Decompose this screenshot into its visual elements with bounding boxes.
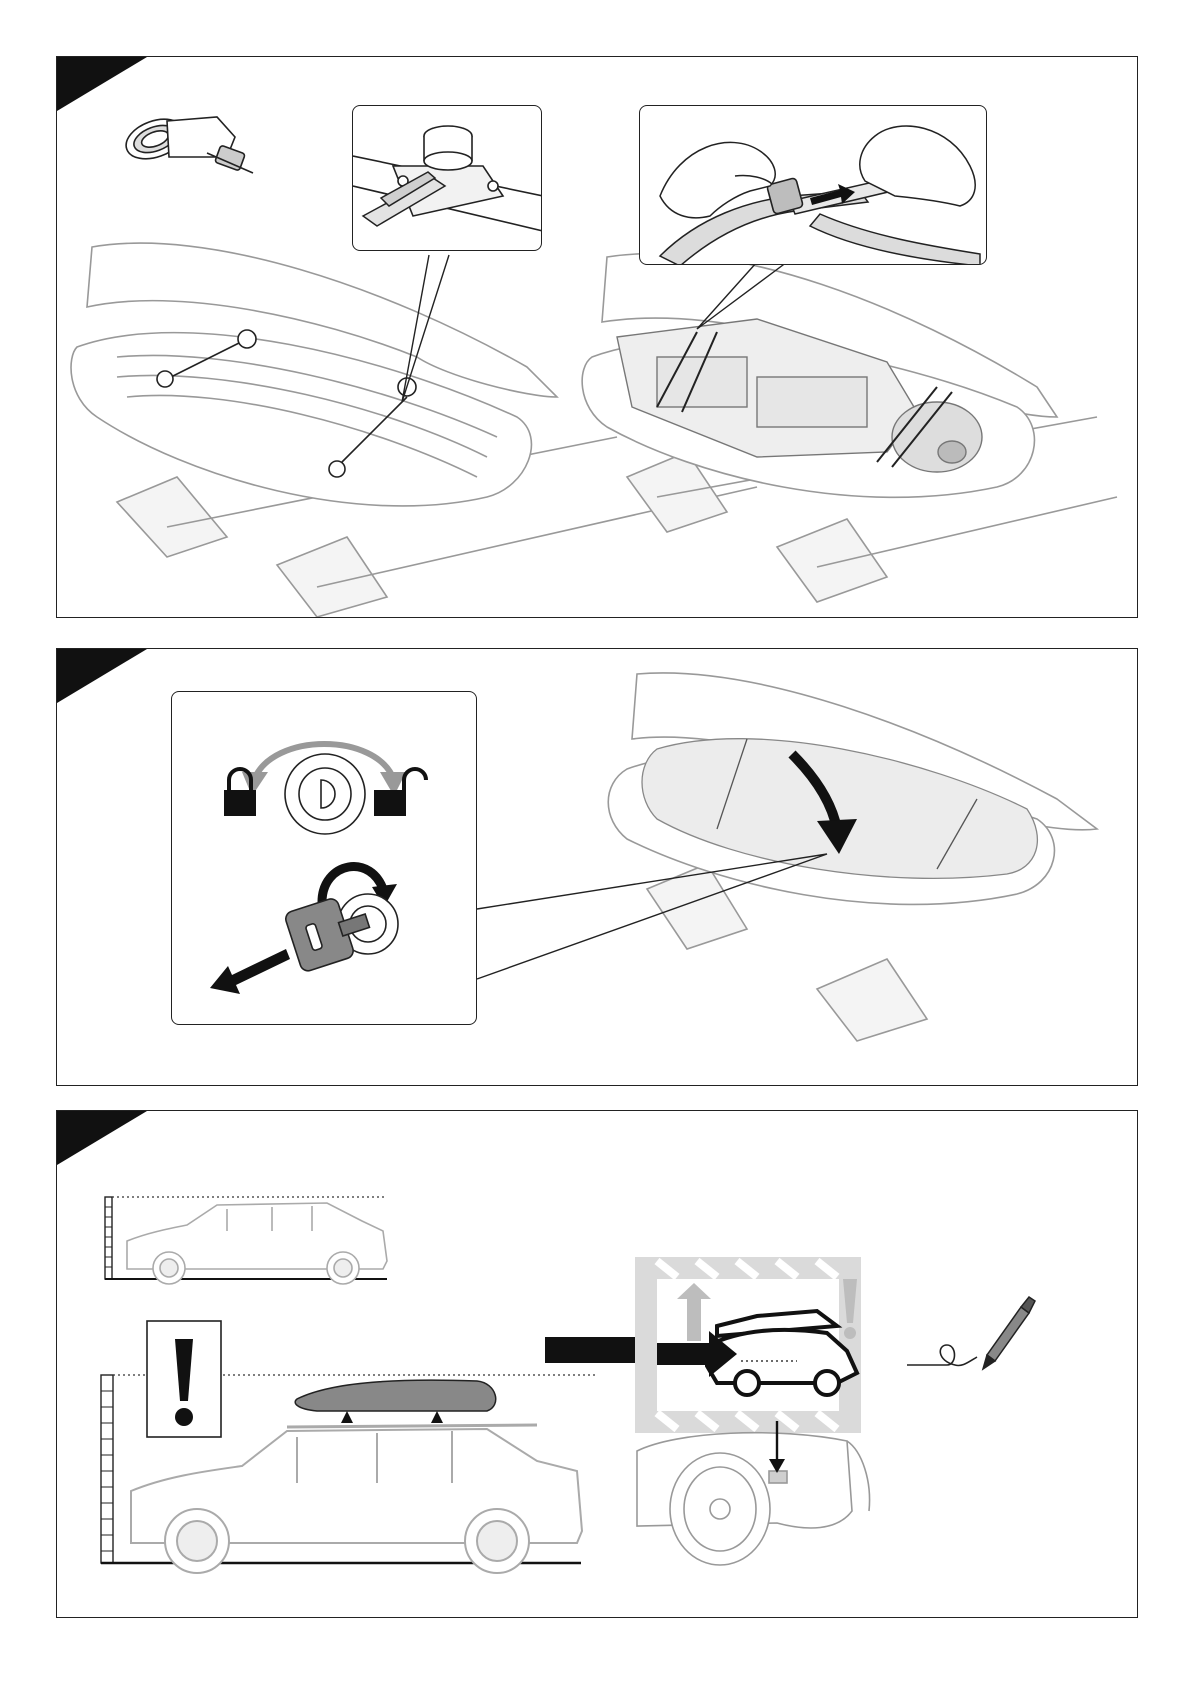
roof-box-on-car-icon (295, 1380, 496, 1423)
inset-lock-key (171, 691, 477, 1025)
inset-tighten-strap (639, 105, 987, 265)
height-ruler-large (101, 1375, 113, 1563)
padlock-closed-icon (224, 769, 256, 816)
note-height-icon (907, 1345, 977, 1366)
dashboard-icon (637, 1433, 870, 1565)
car-side-large-icon (131, 1425, 582, 1573)
strap-roll-icon (121, 112, 253, 173)
height-ruler-small (105, 1197, 112, 1279)
car-side-small-icon (127, 1203, 387, 1284)
step-1-panel (56, 56, 1138, 618)
arrow-pull-icon (210, 949, 290, 994)
lock-cylinder-icon (285, 754, 365, 834)
inset-strap-fixing (352, 105, 542, 251)
inset-pointer-lock (477, 854, 827, 979)
garage-clearance-icon (635, 1257, 861, 1433)
pen-icon (983, 1297, 1035, 1369)
step-2-panel (56, 648, 1138, 1086)
step-3-panel (56, 1110, 1138, 1618)
